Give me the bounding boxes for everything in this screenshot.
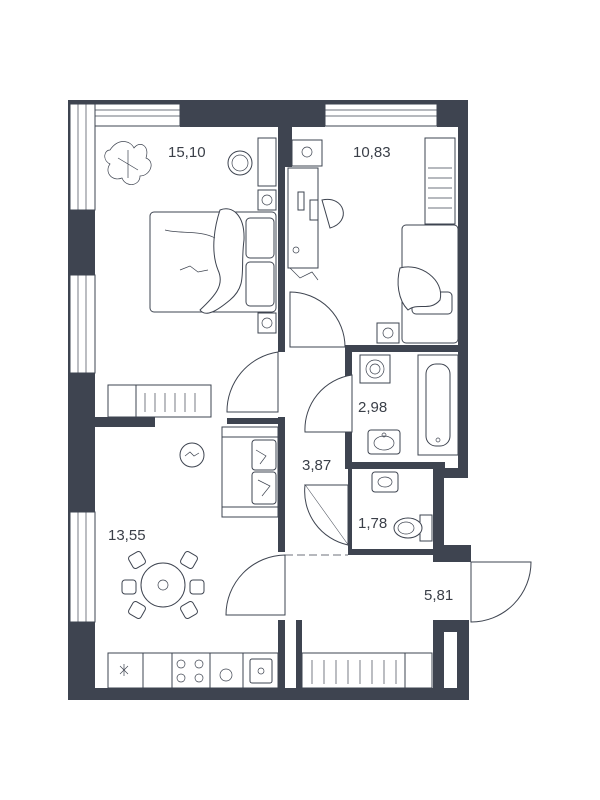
area-label-corridor: 3,87 — [302, 457, 331, 474]
doors — [225, 291, 532, 623]
desk-icon — [287, 167, 344, 281]
bathtub-icon — [417, 354, 459, 456]
area-label-toilet: 1,78 — [358, 515, 387, 532]
washing-machine-icon — [359, 354, 391, 384]
windows — [69, 103, 438, 623]
sofa-icon — [221, 426, 279, 518]
area-labels: 15,10 10,83 2,98 3,87 1,78 13,55 5,81 — [108, 144, 453, 604]
bathroom-fixtures — [359, 354, 459, 456]
area-label-bedroom-2: 10,83 — [353, 144, 391, 161]
area-label-bathroom: 2,98 — [358, 399, 387, 416]
bedroom-2-furniture — [287, 137, 459, 344]
bedroom-1-furniture — [104, 137, 277, 418]
interior-walls — [95, 127, 465, 695]
toilet-fixtures — [371, 471, 433, 542]
kitchen-living-furniture — [107, 426, 279, 689]
armchair-icon — [397, 224, 459, 344]
dining-table-icon — [121, 551, 205, 619]
rug-icon — [179, 442, 205, 468]
area-label-bedroom-1: 15,10 — [168, 144, 206, 161]
toilet-icon — [393, 514, 433, 542]
area-label-kitchen-living: 13,55 — [108, 527, 146, 544]
area-label-hall: 5,81 — [424, 587, 453, 604]
plant-icon — [104, 141, 152, 185]
sink-icon — [367, 429, 401, 455]
hall-furniture — [301, 652, 433, 689]
kitchen-stove-icon — [107, 652, 279, 689]
wardrobe-icon — [107, 137, 277, 418]
bed-icon — [149, 208, 277, 314]
